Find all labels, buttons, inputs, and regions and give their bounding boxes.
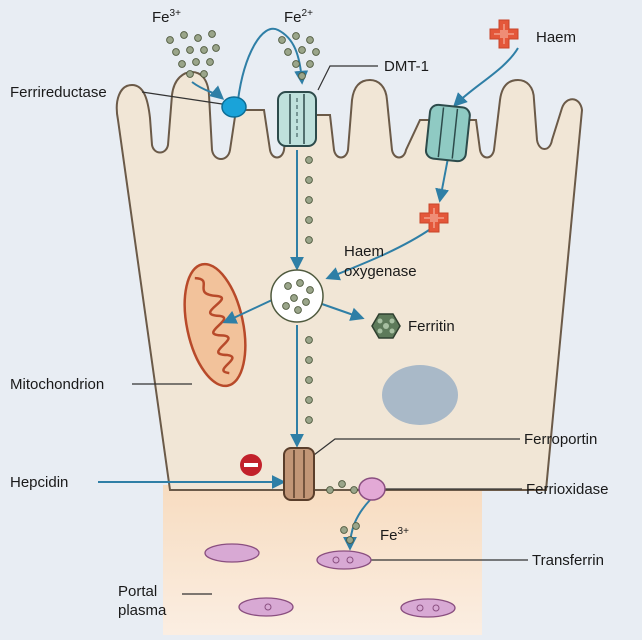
label-ferrireductase: Ferrireductase (10, 84, 107, 101)
ferrioxidase-protein (359, 478, 385, 500)
fe2-iron-cluster (279, 33, 320, 80)
haem-cross-icon (490, 20, 518, 48)
label-ferroportin: Ferroportin (524, 431, 597, 448)
haem-transporter (425, 104, 470, 162)
label-ferrioxidase: Ferrioxidase (526, 481, 609, 498)
label-haem-oxygenase-line1: Haem (344, 243, 384, 260)
ferritin-hexagon-icon (372, 314, 400, 338)
ferrireductase-protein (222, 97, 246, 117)
ferroportin-channel (284, 448, 314, 500)
nucleus (382, 365, 458, 425)
dmt1-channel (278, 92, 316, 146)
label-transferrin: Transferrin (532, 552, 604, 569)
label-haem-oxygenase-line2: oxygenase (344, 263, 417, 280)
label-fe2-top: Fe2+ (284, 8, 313, 26)
labile-iron-pool (271, 270, 323, 322)
label-mitochondrion: Mitochondrion (10, 376, 104, 393)
label-ferritin: Ferritin (408, 318, 455, 335)
label-dmt1: DMT-1 (384, 58, 429, 75)
label-portal-line1: Portal (118, 583, 157, 600)
label-haem-top: Haem (536, 29, 576, 46)
label-fe3-top: Fe3+ (152, 8, 181, 26)
enterocyte-cell (117, 72, 582, 490)
fe3-iron-cluster (167, 31, 220, 78)
label-portal-line2: plasma (118, 602, 167, 619)
label-hepcidin: Hepcidin (10, 474, 68, 491)
minus-sign-icon (240, 454, 262, 476)
